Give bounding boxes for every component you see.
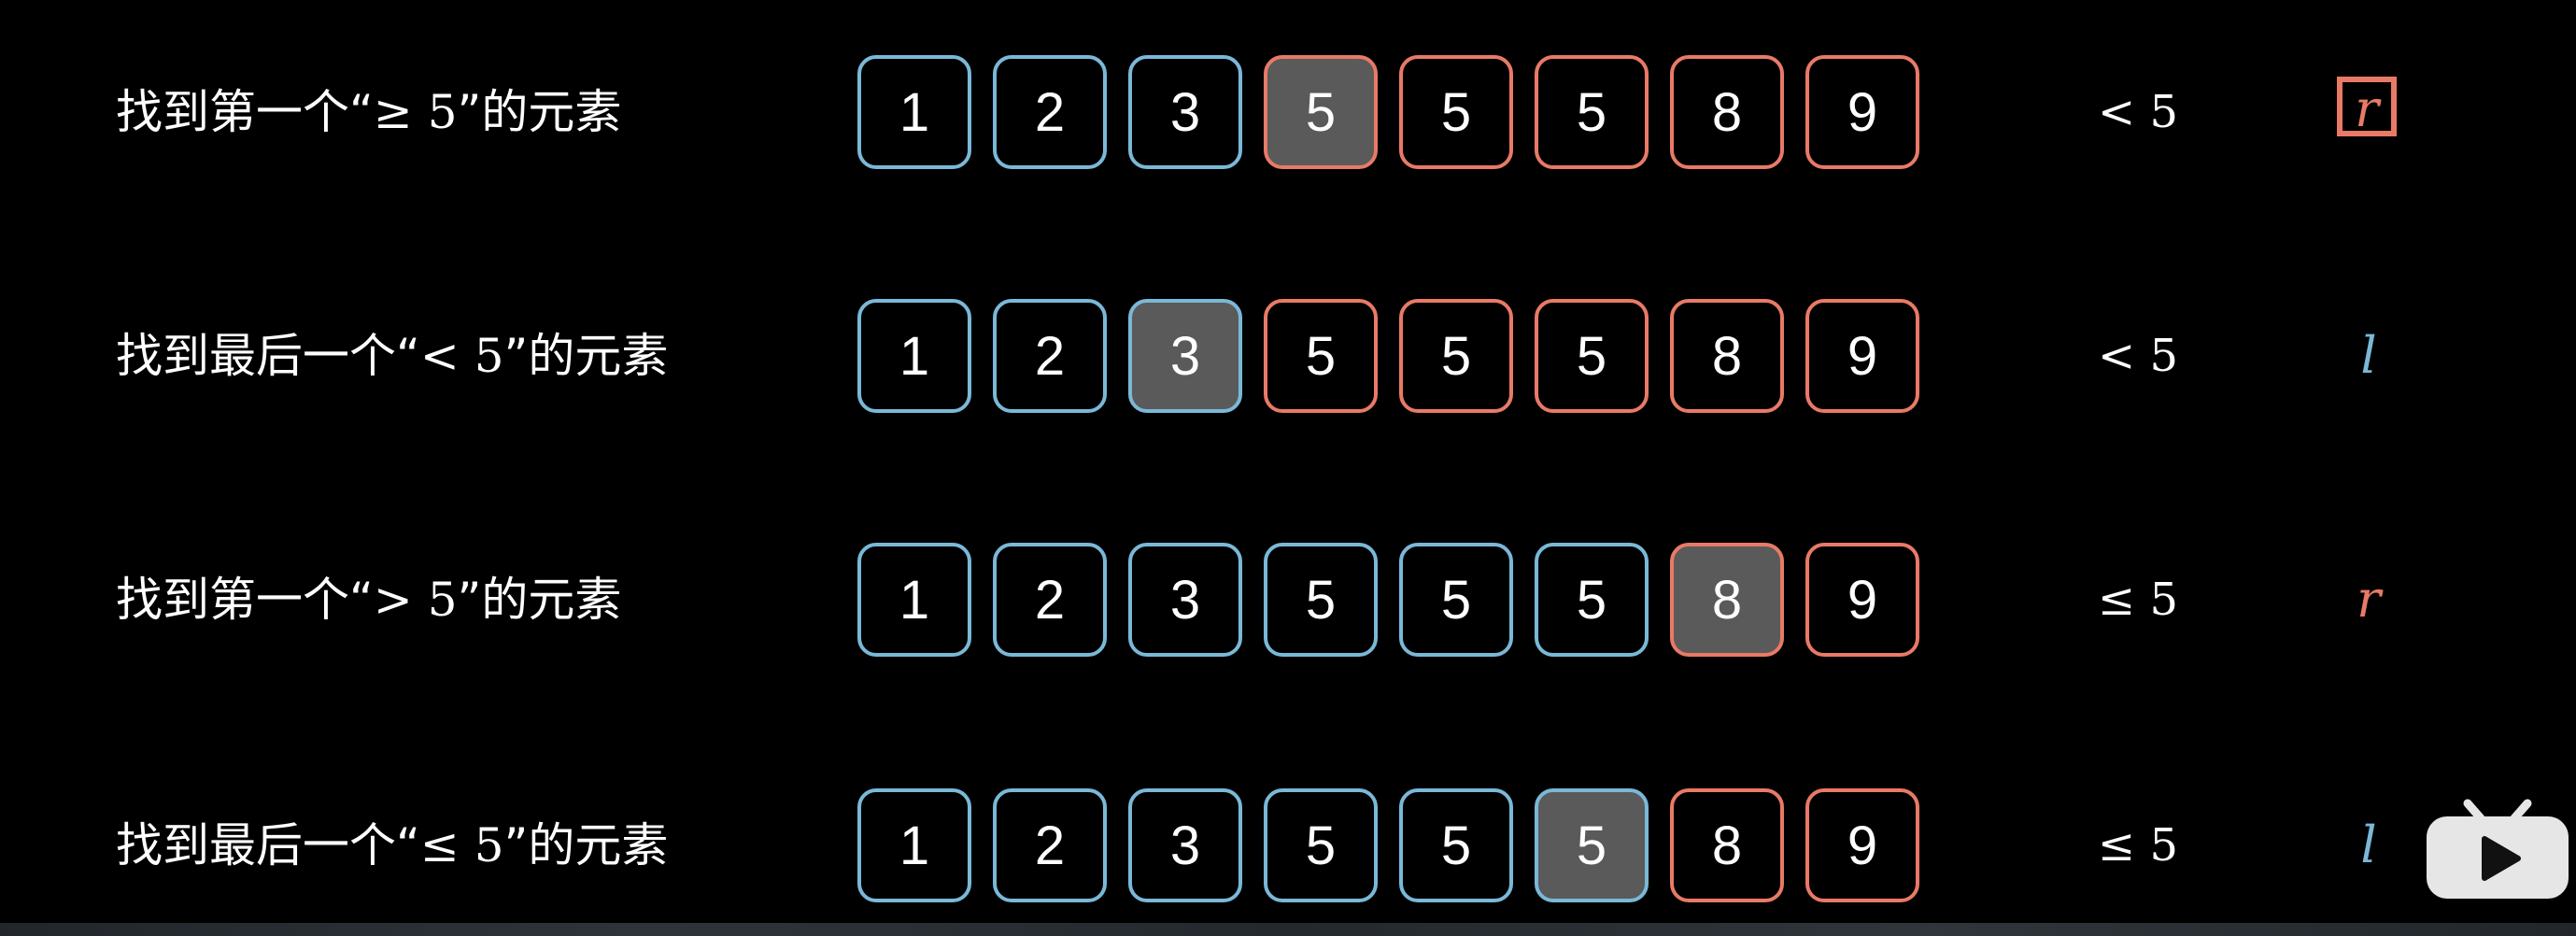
array-cell: 2: [993, 55, 1107, 169]
array-cell: 3: [1128, 299, 1242, 413]
array-cell: 5: [1399, 299, 1513, 413]
row-title: 找到第一个“≥ 5”的元素: [116, 55, 621, 169]
row-title-suffix: ”的元素: [503, 329, 669, 383]
array-cell: 5: [1264, 543, 1378, 657]
array-cell: 5: [1264, 788, 1378, 902]
array-cell: 9: [1805, 55, 1919, 169]
array-cell: 5: [1399, 788, 1513, 902]
array-cell: 5: [1399, 55, 1513, 169]
row-title-suffix: ”的元素: [457, 573, 622, 627]
bilibili-tv-icon: [2423, 798, 2572, 901]
array-cell: 9: [1805, 788, 1919, 902]
array-cell: 3: [1128, 55, 1242, 169]
condition-label: ≤ 5: [2098, 819, 2179, 872]
bottom-edge-strip: [0, 923, 2576, 936]
array-cell: 5: [1535, 788, 1649, 902]
array-cell: 3: [1128, 788, 1242, 902]
array-cell: 9: [1805, 299, 1919, 413]
array-cell: 1: [857, 788, 971, 902]
pointer-label: l: [2360, 815, 2377, 874]
array-cell: 9: [1805, 543, 1919, 657]
array-cell: 8: [1670, 299, 1784, 413]
row-title: 找到第一个“> 5”的元素: [116, 543, 621, 657]
array-cell: 8: [1670, 788, 1784, 902]
array-cell: 8: [1670, 543, 1784, 657]
row-title-prefix: 找到最后一个“: [116, 329, 420, 383]
array-cell: 2: [993, 299, 1107, 413]
array-cell: 2: [993, 788, 1107, 902]
array-cell: 5: [1535, 543, 1649, 657]
array-cell: 1: [857, 543, 971, 657]
array-cell: 5: [1264, 299, 1378, 413]
array-cell: 5: [1399, 543, 1513, 657]
pointer-label: r: [2357, 570, 2381, 629]
row-title-math: > 5: [373, 573, 458, 627]
array-cell: 1: [857, 55, 971, 169]
condition-label: < 5: [2098, 86, 2179, 138]
pointer-label: r: [2337, 77, 2397, 136]
row-title: 找到最后一个“≤ 5”的元素: [116, 788, 668, 902]
row-title-math: ≥ 5: [373, 85, 458, 139]
row-title-prefix: 找到第一个“: [116, 573, 374, 627]
row-title-suffix: ”的元素: [503, 818, 669, 872]
array-cell: 8: [1670, 55, 1784, 169]
array-cell: 1: [857, 299, 971, 413]
array-cell: 5: [1264, 55, 1378, 169]
condition-label: < 5: [2098, 330, 2179, 382]
array-cell: 5: [1535, 299, 1649, 413]
array-cell: 2: [993, 543, 1107, 657]
row-title-prefix: 找到第一个“: [116, 85, 374, 139]
row-title-math: ≤ 5: [419, 818, 504, 872]
pointer-label: l: [2360, 326, 2377, 385]
array-cell: 3: [1128, 543, 1242, 657]
array-cell: 5: [1535, 55, 1649, 169]
row-title-suffix: ”的元素: [457, 85, 622, 139]
condition-label: ≤ 5: [2098, 574, 2179, 626]
row-title-math: < 5: [419, 329, 504, 383]
row-title: 找到最后一个“< 5”的元素: [116, 299, 668, 413]
row-title-prefix: 找到最后一个“: [116, 818, 420, 872]
